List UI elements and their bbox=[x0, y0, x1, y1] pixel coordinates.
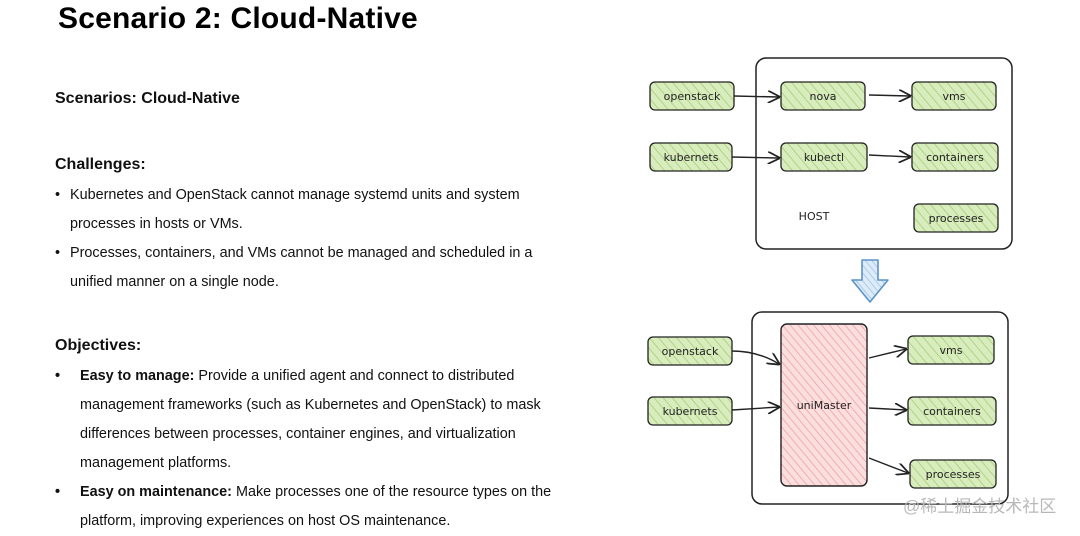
node-nova: nova bbox=[780, 81, 866, 111]
list-item: • Processes, containers, and VMs cannot b… bbox=[55, 239, 565, 297]
bullet-icon: • bbox=[55, 245, 61, 261]
bullet-icon: • bbox=[55, 187, 61, 203]
host-label: HOST bbox=[799, 210, 830, 223]
node-unimaster: uniMaster bbox=[780, 323, 868, 487]
node-kubectl: kubectl bbox=[780, 142, 868, 172]
objective-title: Easy on maintenance: bbox=[80, 484, 232, 500]
host-box-after bbox=[751, 311, 1009, 505]
list-item: • Kubernetes and OpenStack cannot manage … bbox=[55, 181, 565, 239]
section-subtitle: Scenarios: Cloud-Native bbox=[55, 90, 240, 107]
node-containers-before: containers bbox=[911, 142, 999, 172]
node-openstack-after: openstack bbox=[647, 336, 733, 366]
challenge-text: Kubernetes and OpenStack cannot manage s… bbox=[70, 187, 520, 232]
svg-text:kubectl: kubectl bbox=[804, 151, 844, 164]
node-containers-after: containers bbox=[907, 396, 997, 426]
node-kubernets-before: kubernets bbox=[649, 142, 733, 172]
node-processes-after: processes bbox=[909, 459, 997, 489]
objective-text: Provide a unified agent and connect to d… bbox=[80, 368, 541, 471]
node-vms-before: vms bbox=[911, 81, 997, 111]
svg-text:processes: processes bbox=[926, 468, 981, 481]
svg-text:processes: processes bbox=[929, 212, 984, 225]
list-item: • Easy on maintenance: Make processes one… bbox=[55, 478, 575, 536]
page-title: Scenario 2: Cloud-Native bbox=[58, 2, 418, 35]
svg-text:openstack: openstack bbox=[662, 345, 719, 358]
bullet-icon: • bbox=[55, 368, 61, 384]
svg-text:nova: nova bbox=[810, 90, 837, 103]
connector-arrows-after bbox=[731, 349, 908, 473]
objective-text: Make processes one of the resource types… bbox=[80, 484, 552, 529]
node-openstack-before: openstack bbox=[649, 81, 735, 111]
objective-title: Easy to manage: bbox=[80, 368, 195, 384]
node-vms-after: vms bbox=[907, 335, 995, 365]
svg-text:containers: containers bbox=[926, 151, 984, 164]
host-box bbox=[755, 57, 1013, 250]
svg-text:openstack: openstack bbox=[664, 90, 721, 103]
connector-arrows-before bbox=[731, 95, 910, 158]
bullet-icon: • bbox=[55, 484, 61, 500]
objectives-heading: Objectives: bbox=[55, 337, 142, 354]
node-kubernets-after: kubernets bbox=[647, 396, 733, 426]
svg-text:containers: containers bbox=[923, 405, 981, 418]
svg-text:kubernets: kubernets bbox=[664, 151, 719, 164]
challenges-heading: Challenges: bbox=[55, 156, 146, 173]
down-arrow-icon bbox=[851, 259, 889, 303]
svg-text:kubernets: kubernets bbox=[663, 405, 718, 418]
svg-text:vms: vms bbox=[940, 344, 963, 357]
list-item: • Easy to manage: Provide a unified agent… bbox=[55, 362, 575, 478]
svg-text:uniMaster: uniMaster bbox=[797, 399, 852, 412]
challenge-text: Processes, containers, and VMs cannot be… bbox=[70, 245, 533, 290]
objectives-list: • Easy to manage: Provide a unified agent… bbox=[55, 362, 575, 536]
watermark: @稀土掘金技术社区 bbox=[903, 497, 1057, 516]
node-processes-before: processes bbox=[913, 203, 999, 233]
svg-text:vms: vms bbox=[943, 90, 966, 103]
challenges-list: • Kubernetes and OpenStack cannot manage … bbox=[55, 181, 565, 297]
